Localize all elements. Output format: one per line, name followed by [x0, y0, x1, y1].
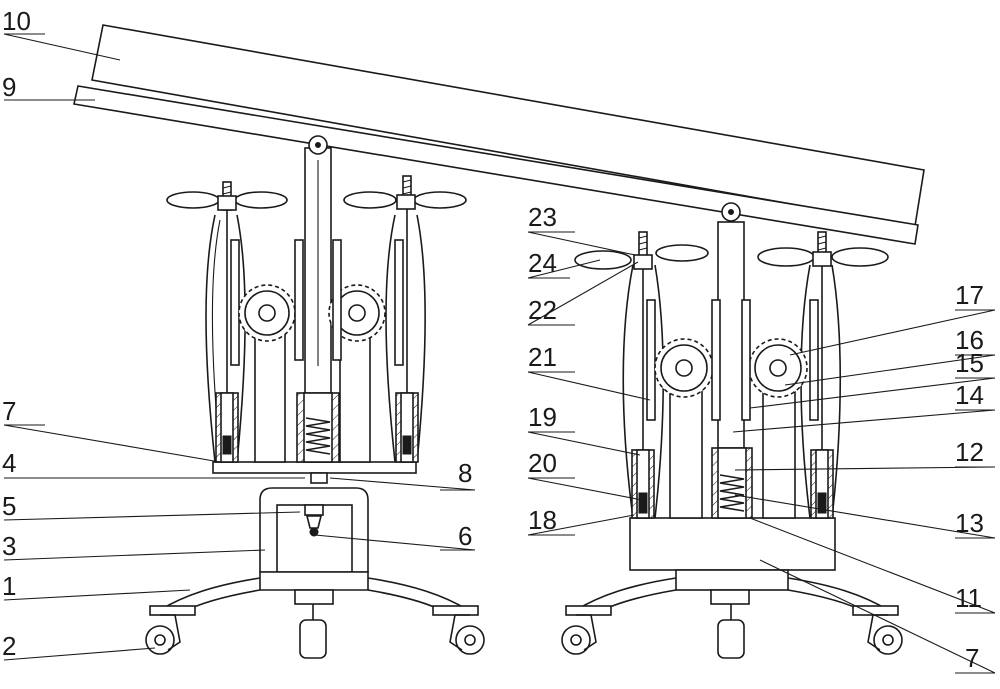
label-23: 23: [528, 202, 557, 232]
label-16: 16: [955, 325, 984, 355]
right-fan-blade: [574, 250, 632, 270]
label-24: 24: [528, 248, 557, 278]
label-2: 2: [2, 631, 16, 661]
label-19: 19: [528, 402, 557, 432]
label-15: 15: [955, 348, 984, 378]
label-5: 5: [2, 491, 16, 521]
panel-9: [73, 85, 919, 245]
label-11: 11: [955, 583, 982, 613]
right-base-box: [629, 517, 836, 571]
label-9: 9: [2, 72, 16, 102]
label-7-right: 7: [965, 643, 979, 673]
label-12: 12: [955, 437, 984, 467]
label-17: 17: [955, 280, 984, 310]
label-22: 22: [528, 295, 557, 325]
label-6: 6: [458, 521, 472, 551]
label-21: 21: [528, 342, 557, 372]
left-base-plate: [212, 461, 417, 474]
label-18: 18: [528, 505, 557, 535]
label-4: 4: [2, 448, 16, 478]
left-assembly: [145, 135, 485, 659]
right-assembly: [561, 202, 903, 659]
label-10: 10: [2, 6, 31, 36]
label-14: 14: [955, 380, 984, 410]
label-8: 8: [458, 458, 472, 488]
part-labels: 10 9 7 4 5 3 1 2 8 6 23 24 22 21 19 20 1…: [2, 6, 984, 673]
label-3: 3: [2, 531, 16, 561]
label-7-left: 7: [2, 396, 16, 426]
label-13: 13: [955, 508, 984, 538]
label-20: 20: [528, 448, 557, 478]
left-fan-blade: [166, 191, 220, 209]
label-1: 1: [2, 571, 16, 601]
leader-lines: [3, 33, 996, 674]
